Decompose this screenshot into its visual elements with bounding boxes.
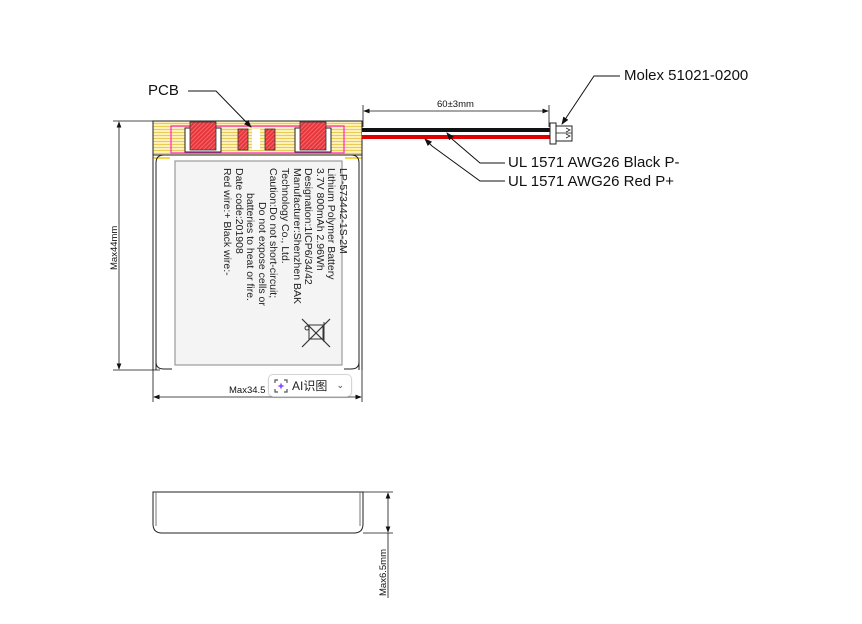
wires — [362, 128, 550, 139]
crossed-out-bin-icon — [301, 318, 331, 348]
label-line: batteries to heat or fire. — [244, 193, 257, 301]
width-dimension: Max34.5 — [229, 385, 266, 396]
pcb-strip — [152, 120, 363, 159]
pcb-callout: PCB — [148, 82, 179, 99]
label-line: LP-573442-1S-2M — [337, 168, 349, 254]
pcb-leader — [188, 90, 252, 128]
ai-recognize-button[interactable]: AI识图 ⌄ — [268, 374, 352, 397]
dim-width — [152, 370, 363, 402]
connector-callout: Molex 51021-0200 — [624, 67, 749, 84]
label-line: Caution:Do not short-circuit; — [267, 168, 280, 299]
black-wire-callout: UL 1571 AWG26 Black P- — [508, 154, 680, 171]
dim-height — [113, 120, 160, 371]
dim-wire-length — [362, 105, 550, 127]
label-line: Lithium Polymer Battery — [325, 168, 338, 280]
thickness-dimension: Max6.5mm — [378, 549, 389, 596]
side-view — [152, 491, 393, 598]
label-line: Manufacturer:Shenzhen BAK — [290, 168, 303, 304]
ai-button-label: AI识图 — [292, 379, 328, 393]
red-wire-leader — [424, 138, 505, 182]
label-line: Do not expose cells or — [255, 202, 268, 306]
label-line: Technology Co., Ltd. — [279, 168, 292, 264]
label-line: Designation:1ICP6/34/42 — [302, 168, 315, 285]
label-line: Date code:201908 — [232, 168, 245, 254]
molex-connector — [549, 122, 573, 145]
height-dimension: Max44mm — [109, 225, 120, 270]
label-line: 3.7V 800mAh 2.96Wh — [313, 168, 326, 271]
label-line: Red wire:+ Black wire:- — [221, 168, 234, 276]
battery-label: LP-573442-1S-2M Lithium Polymer Battery … — [178, 168, 349, 363]
red-wire-callout: UL 1571 AWG26 Red P+ — [508, 173, 675, 190]
connector-leader — [561, 75, 620, 125]
chevron-down-icon[interactable]: ⌄ — [336, 380, 344, 390]
wire-length-dimension: 60±3mm — [437, 99, 474, 110]
ai-scan-icon — [274, 378, 288, 393]
black-wire-leader — [446, 132, 505, 164]
